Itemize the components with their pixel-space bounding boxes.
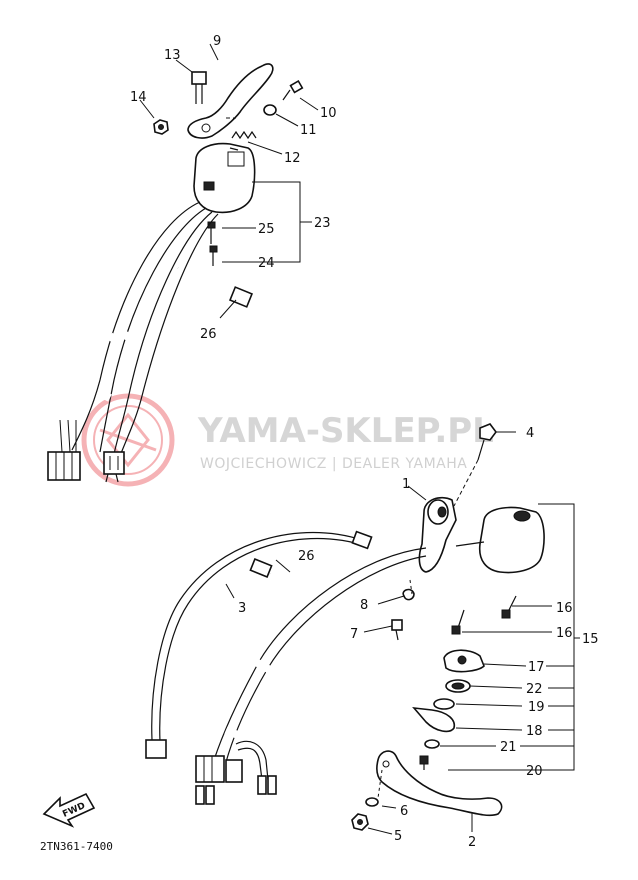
part-washer-6 [365, 797, 379, 807]
part-washer-21 [424, 739, 440, 749]
leader-lines-bottom [225, 431, 580, 835]
part-screw-16-a [501, 595, 517, 619]
part-collar-19 [433, 698, 455, 710]
part-spring-12 [231, 130, 257, 140]
part-knob-18 [412, 706, 456, 733]
part-cable-tie-26-bottom [249, 558, 319, 602]
callout-13: 13 [164, 48, 181, 63]
part-screw-20 [419, 755, 429, 770]
bottom-assembly [145, 423, 545, 831]
callout-12: 12 [284, 151, 301, 166]
callout-16-b: 16 [556, 626, 573, 641]
top-assembly [47, 63, 304, 483]
callout-17: 17 [528, 660, 545, 675]
callout-9: 9 [213, 34, 221, 49]
callout-numbers: 9 13 14 10 11 12 23 25 24 26 4 1 26 3 8 … [130, 34, 599, 850]
callout-5: 5 [394, 829, 402, 844]
part-cable-tie-26-top [177, 266, 254, 308]
callout-23: 23 [314, 216, 331, 231]
guide-line-8 [409, 579, 413, 595]
part-bolt-4 [453, 423, 497, 507]
part-switch-housing-23 [193, 142, 256, 214]
part-nut-5 [351, 813, 369, 831]
part-screw-24 [209, 245, 218, 266]
callout-26-bottom: 26 [298, 549, 315, 564]
part-bracket-1 [418, 496, 457, 573]
part-throttle-housing-15 [455, 506, 545, 574]
part-switch-17 [443, 649, 485, 673]
callout-16-a: 16 [556, 601, 573, 616]
watermark: YAMA-SKLEP.PL WOJCIECHOWICZ | DEALER YAM… [81, 393, 494, 487]
part-lever-9 [187, 63, 274, 139]
callout-18: 18 [526, 724, 543, 739]
callout-6: 6 [400, 804, 408, 819]
part-washer-8 [402, 588, 415, 601]
part-bolt-13 [191, 71, 207, 104]
wire-harness-bottom [213, 547, 427, 763]
connector-3 [145, 739, 167, 759]
diagram-code: 2TN361-7400 [40, 840, 113, 853]
connector-top-right [103, 451, 125, 483]
watermark-logo [81, 393, 175, 487]
watermark-title: YAMA-SKLEP.PL [197, 411, 494, 451]
part-washer-22 [445, 679, 471, 693]
callout-3: 3 [238, 601, 246, 616]
wire-harness-top [71, 201, 219, 457]
callout-19: 19 [528, 700, 545, 715]
part-lever-2 [376, 750, 503, 817]
leader-lines-top [139, 43, 319, 319]
part-screw-10 [282, 79, 304, 101]
callout-8: 8 [360, 598, 368, 613]
callout-2: 2 [468, 835, 476, 850]
part-nut-14 [153, 119, 169, 135]
callout-15: 15 [582, 632, 599, 647]
part-washer-11 [263, 104, 277, 116]
callout-10: 10 [320, 106, 337, 121]
watermark-subtitle: WOJCIECHOWICZ | DEALER YAMAHA [200, 456, 467, 472]
callout-4: 4 [526, 426, 534, 441]
callout-24: 24 [258, 256, 275, 271]
callout-25: 25 [258, 222, 275, 237]
connector-bottom-pins [195, 740, 277, 805]
callout-26-top: 26 [200, 327, 217, 342]
part-screw-7 [391, 619, 403, 641]
connector-top-left [47, 419, 81, 481]
connector-bottom-main [195, 755, 243, 783]
part-screw-16-b [451, 609, 465, 635]
fwd-arrow: FWD [42, 792, 96, 828]
callout-1: 1 [402, 477, 410, 492]
callout-21: 21 [500, 740, 517, 755]
callout-20: 20 [526, 764, 543, 779]
part-cable-3 [151, 530, 373, 743]
callout-14: 14 [130, 90, 147, 105]
callout-22: 22 [526, 682, 543, 697]
lever-9-pivot [201, 123, 211, 133]
callout-11: 11 [300, 123, 317, 138]
callout-7: 7 [350, 627, 358, 642]
